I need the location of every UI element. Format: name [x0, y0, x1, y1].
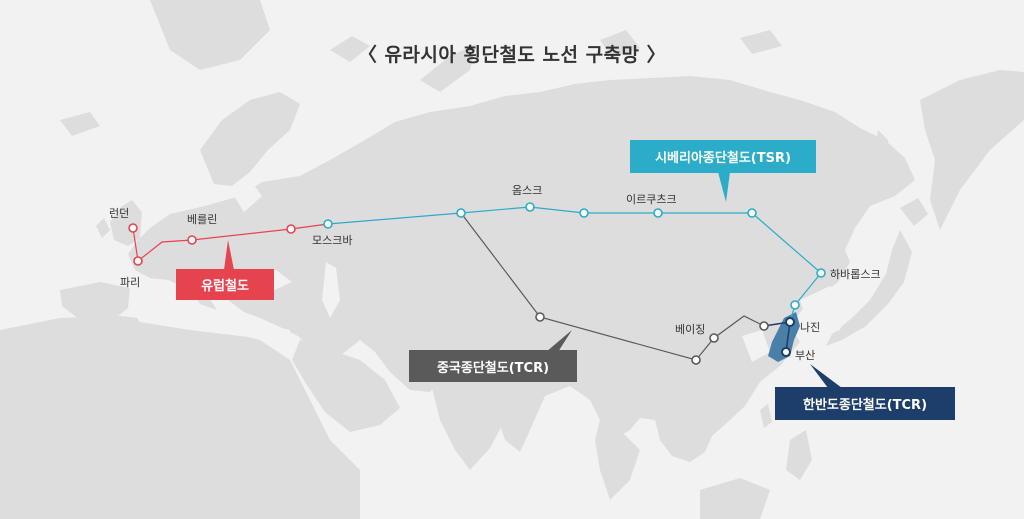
station-novosibirsk[interactable]: [579, 208, 589, 218]
station-paris[interactable]: [133, 256, 143, 266]
city-label-najin: 나진: [800, 321, 821, 334]
inland-seas: [130, 180, 850, 362]
city-label-berlin: 베를린: [187, 213, 218, 226]
tsr-route-tag-label: 시베리아종단철도(TSR): [655, 151, 791, 166]
caspian-sea: [322, 262, 340, 318]
europe-tag-pointer: [224, 240, 234, 270]
station-central-asia[interactable]: [535, 312, 545, 322]
tsr-route-tag[interactable]: 시베리아종단철도(TSR): [630, 140, 816, 173]
city-label-khabarovsk: 하바롭스크: [830, 268, 881, 281]
city-label-moscow: 모스크바: [312, 234, 353, 247]
ireland: [96, 218, 110, 238]
korea-route-tag[interactable]: 한반도종단철도(TCR): [775, 387, 955, 420]
page-title: 〈 유라시아 횡단철도 노선 구축망 〉: [357, 44, 667, 66]
india: [430, 380, 505, 470]
severnaya-zemlya: [600, 30, 640, 58]
station-ural[interactable]: [456, 208, 466, 218]
greenland: [150, 0, 270, 70]
station-irkutsk[interactable]: [653, 208, 663, 218]
east-sea: [800, 286, 850, 340]
europe-route-tag-label: 유럽철도: [201, 279, 249, 294]
station-beijing[interactable]: [709, 333, 719, 343]
europe-route-line: [132, 223, 329, 263]
station-london[interactable]: [128, 223, 138, 233]
city-label-london: 런던: [109, 207, 130, 220]
station-dandong[interactable]: [759, 321, 769, 331]
station-berlin[interactable]: [187, 235, 197, 245]
city-label-irkutsk: 이르쿠츠크: [626, 193, 677, 206]
station-busan[interactable]: [781, 347, 791, 357]
sakhalin: [872, 130, 888, 196]
iceland: [60, 112, 100, 136]
africa: [0, 316, 360, 519]
new-siberian-islands: [740, 30, 782, 54]
city-label-paris: 파리: [120, 276, 141, 289]
city-label-beijing: 베이징: [675, 323, 706, 336]
hokkaido: [900, 198, 928, 226]
station-china-south[interactable]: [691, 355, 701, 365]
iberia: [60, 282, 130, 322]
tcr-china-route-tag-label: 중국종단철도(TCR): [436, 360, 550, 376]
scandinavia: [200, 92, 300, 186]
yellow-sea: [742, 330, 770, 362]
city-label-busan: 부산: [795, 349, 816, 362]
kamchatka: [920, 70, 1024, 230]
tsr-tag-pointer: [718, 172, 730, 202]
indochina: [595, 420, 640, 500]
taiwan: [760, 404, 772, 428]
svalbard: [330, 36, 370, 62]
korea-tag-pointer: [810, 364, 842, 388]
japan: [826, 230, 912, 346]
station-omsk[interactable]: [525, 202, 535, 212]
arabia: [292, 340, 400, 432]
station-chita[interactable]: [747, 208, 757, 218]
station-vladivostok[interactable]: [790, 300, 800, 310]
mediterranean: [130, 304, 290, 340]
city-label-omsk: 옴스크: [512, 184, 543, 197]
station-najin[interactable]: [785, 317, 795, 327]
philippines: [786, 430, 812, 480]
station-europe-east[interactable]: [286, 224, 296, 234]
station-khabarovsk[interactable]: [816, 268, 826, 278]
tcr-china-route-line: [460, 212, 765, 361]
baltic-sea: [230, 180, 262, 212]
novaya-zemlya: [420, 44, 476, 92]
borneo: [700, 478, 770, 519]
tcr-china-tag-pointer: [546, 330, 572, 352]
europe-route-tag[interactable]: 유럽철도: [176, 269, 274, 300]
korea-route-tag-label: 한반도종단철도(TCR): [802, 398, 928, 413]
station-moscow[interactable]: [323, 219, 333, 229]
tcr-china-route-tag[interactable]: 중국종단철도(TCR): [409, 350, 577, 382]
station-markers: [128, 202, 826, 365]
